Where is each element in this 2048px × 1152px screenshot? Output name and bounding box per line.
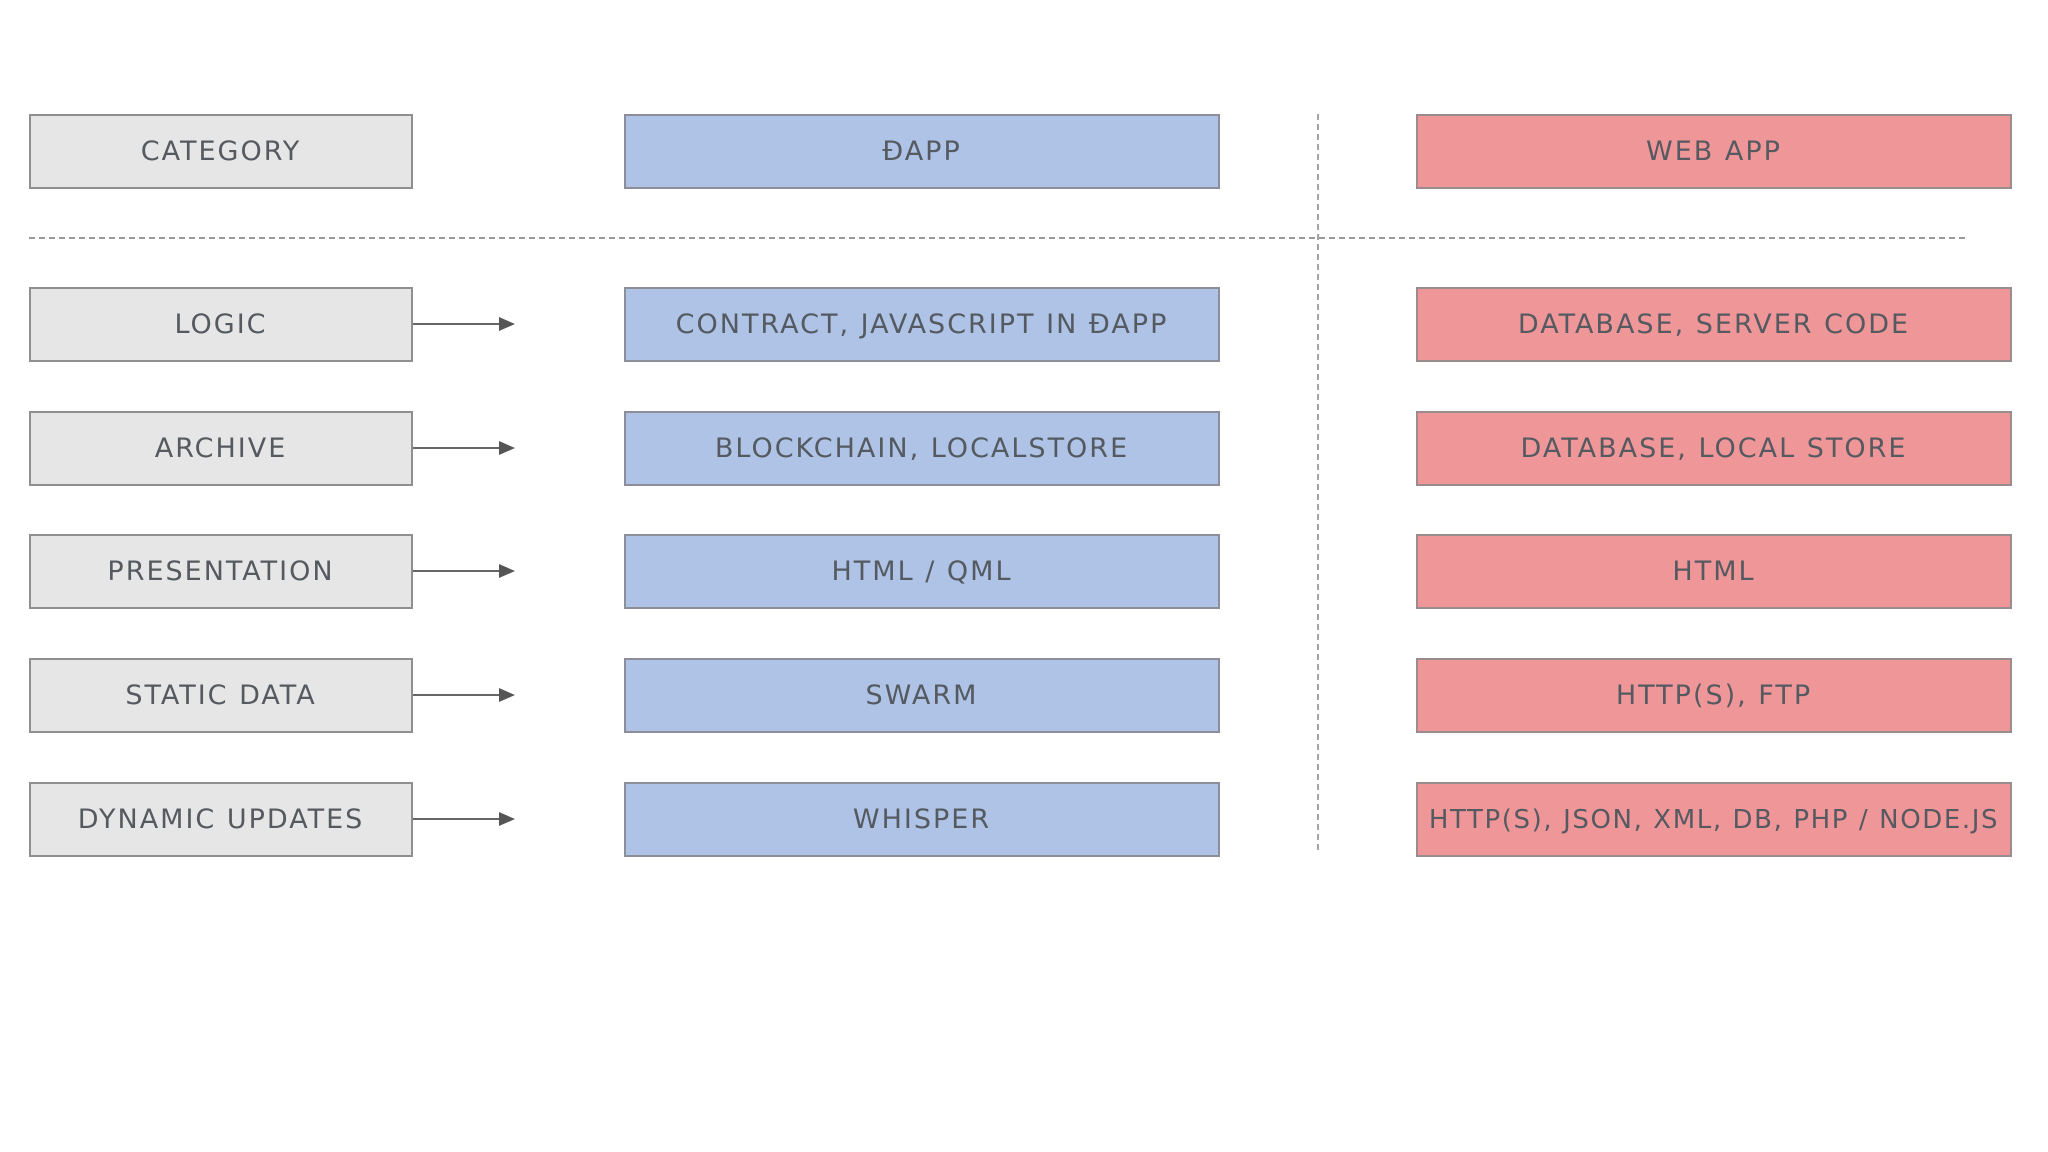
dapp-label: HTML / QML [831, 556, 1013, 587]
category-label: DYNAMIC UPDATES [77, 804, 365, 835]
webapp-box-presentation: HTML [1416, 534, 2012, 609]
dapp-label: BLOCKCHAIN, LOCALSTORE [714, 433, 1130, 464]
horizontal-separator [29, 237, 1965, 239]
arrow-icon [413, 317, 515, 331]
category-box-static-data: STATIC DATA [29, 658, 413, 733]
dapp-box-presentation: HTML / QML [624, 534, 1220, 609]
header-webapp-box: WEB APP [1416, 114, 2012, 189]
webapp-box-logic: DATABASE, SERVER CODE [1416, 287, 2012, 362]
category-label: LOGIC [174, 309, 268, 340]
header-webapp-label: WEB APP [1646, 136, 1782, 167]
webapp-box-static-data: HTTP(S), FTP [1416, 658, 2012, 733]
header-category-box: CATEGORY [29, 114, 413, 189]
vertical-separator [1317, 114, 1319, 850]
arrow-icon [413, 688, 515, 702]
category-label: PRESENTATION [107, 556, 335, 587]
arrow-icon [413, 441, 515, 455]
header-category-label: CATEGORY [140, 136, 302, 167]
webapp-box-dynamic-updates: HTTP(S), JSON, XML, DB, PHP / NODE.JS [1416, 782, 2012, 857]
webapp-label: HTML [1672, 556, 1756, 587]
dapp-box-archive: BLOCKCHAIN, LOCALSTORE [624, 411, 1220, 486]
webapp-label: HTTP(S), FTP [1615, 680, 1813, 711]
webapp-box-archive: DATABASE, LOCAL STORE [1416, 411, 2012, 486]
category-box-presentation: PRESENTATION [29, 534, 413, 609]
dapp-label: SWARM [865, 680, 979, 711]
dapp-box-static-data: SWARM [624, 658, 1220, 733]
category-label: ARCHIVE [154, 433, 288, 464]
category-box-archive: ARCHIVE [29, 411, 413, 486]
dapp-box-dynamic-updates: WHISPER [624, 782, 1220, 857]
arrow-icon [413, 812, 515, 826]
category-box-logic: LOGIC [29, 287, 413, 362]
webapp-label: DATABASE, SERVER CODE [1517, 309, 1911, 340]
dapp-label: CONTRACT, JAVASCRIPT IN ĐAPP [675, 309, 1169, 340]
category-label: STATIC DATA [125, 680, 317, 711]
header-dapp-box: ĐAPP [624, 114, 1220, 189]
dapp-label: WHISPER [852, 804, 992, 835]
webapp-label: HTTP(S), JSON, XML, DB, PHP / NODE.JS [1428, 804, 2000, 835]
dapp-box-logic: CONTRACT, JAVASCRIPT IN ĐAPP [624, 287, 1220, 362]
header-dapp-label: ĐAPP [882, 136, 962, 167]
arrow-icon [413, 564, 515, 578]
category-box-dynamic-updates: DYNAMIC UPDATES [29, 782, 413, 857]
webapp-label: DATABASE, LOCAL STORE [1520, 433, 1908, 464]
